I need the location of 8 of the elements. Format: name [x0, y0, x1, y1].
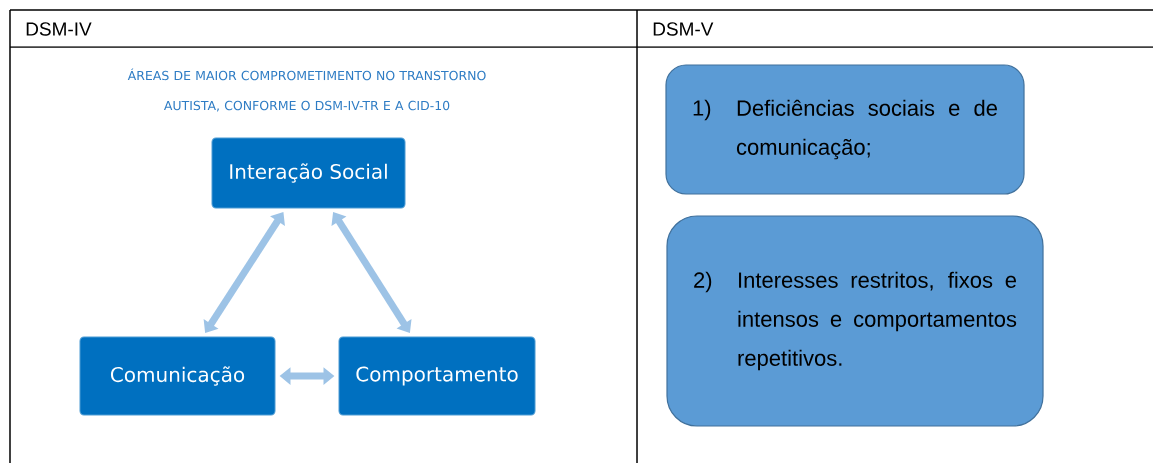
process-box: Comunicação [79, 336, 276, 416]
rounded-box: 2) Interesses restritos, fixos e intensos e comportamentos repetitivos. [666, 215, 1044, 427]
column-header: DSM-V [653, 22, 714, 36]
process-box: Comportamento [338, 336, 536, 416]
process-box: Interação Social [211, 137, 406, 209]
rounded-box: 1) Deficiências sociais e de comunicação; [665, 64, 1025, 195]
column-header: DSM-IV [26, 22, 92, 36]
chart-title: ÁREAS DE MAIOR COMPROMETIMENTO NO TRANSTORNO AUTISTA, CONFORME O DSM-IV-TR E A CID-10 [127, 68, 486, 112]
